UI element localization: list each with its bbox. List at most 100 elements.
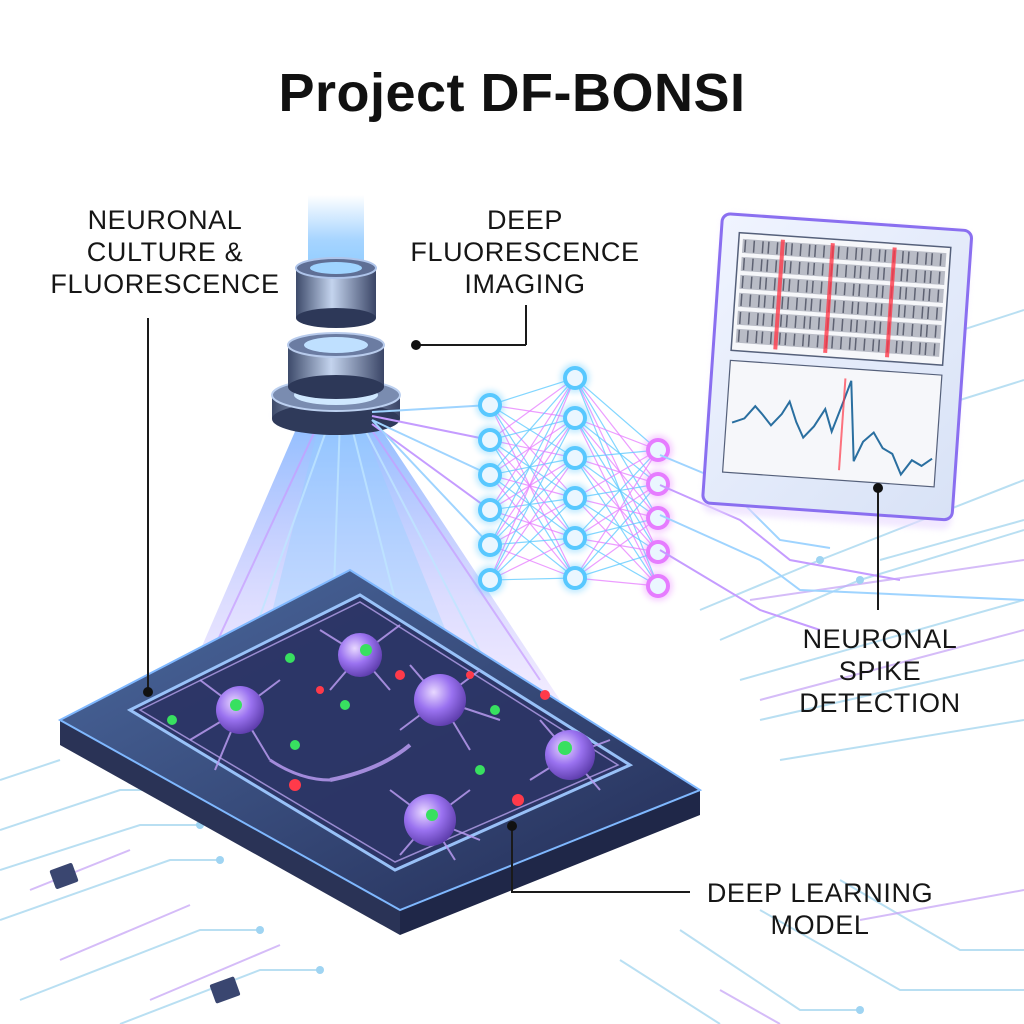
raster-tick xyxy=(755,331,758,344)
network-edge xyxy=(489,457,576,581)
raster-tick xyxy=(814,244,817,258)
raster-tick xyxy=(773,278,776,291)
raster-tick xyxy=(793,333,796,346)
diagram-title: Project DF-BONSI xyxy=(278,63,746,123)
network-edge xyxy=(574,377,659,451)
raster-tick xyxy=(858,284,861,297)
network-node xyxy=(563,366,587,390)
raster-tick xyxy=(874,303,877,316)
network-edge xyxy=(574,417,659,587)
raster-tick xyxy=(759,277,762,290)
network-edge xyxy=(489,404,576,459)
raster-tick xyxy=(924,342,927,355)
raster-spike xyxy=(885,247,897,358)
raster-tick xyxy=(761,331,764,344)
network-edge xyxy=(489,509,576,579)
raster-tick xyxy=(859,266,862,279)
raster-tick xyxy=(821,263,824,276)
raster-tick xyxy=(860,248,864,261)
network-edge xyxy=(489,544,576,579)
raster-tick xyxy=(766,259,769,272)
raster-tick xyxy=(816,335,819,348)
circuit-traces-violet xyxy=(29,559,1024,1024)
network-edge xyxy=(574,457,659,587)
raster-tick xyxy=(929,271,932,284)
raster-tick xyxy=(938,271,941,284)
network-node xyxy=(563,446,587,470)
raster-tick xyxy=(779,314,783,327)
raster-tick xyxy=(895,340,898,353)
network-node xyxy=(646,472,670,496)
network-node xyxy=(478,498,502,522)
network-edge xyxy=(489,439,576,539)
raster-tick xyxy=(740,293,743,306)
raster-tick xyxy=(751,258,754,271)
raster-tick xyxy=(804,298,807,311)
raster-tick xyxy=(877,339,881,352)
network-node xyxy=(646,438,670,462)
raster-tick xyxy=(801,334,805,347)
neuron-icon xyxy=(338,633,382,677)
raster-tick xyxy=(774,260,778,273)
label-neuronal-culture: NEURONAL CULTURE & FLUORESCENCE xyxy=(50,205,280,299)
raster-tick xyxy=(913,287,916,301)
raster-tick xyxy=(849,319,853,332)
raster-tick xyxy=(764,277,768,290)
callout-dots xyxy=(143,340,883,831)
spike-monitor-icon xyxy=(701,212,973,530)
network-edge xyxy=(489,537,576,581)
raster-tick xyxy=(741,275,744,289)
raster-tick xyxy=(798,261,801,274)
raster-tick xyxy=(856,302,860,315)
raster-tick xyxy=(771,314,774,327)
raster-tick xyxy=(799,243,802,256)
raster-tick xyxy=(854,247,858,260)
raster-tick xyxy=(807,334,811,347)
network-node xyxy=(563,486,587,510)
raster-tick xyxy=(897,304,901,318)
raster-tick xyxy=(875,285,879,298)
network-edge xyxy=(574,497,659,587)
raster-tick xyxy=(853,265,857,278)
network-edge xyxy=(489,439,576,579)
network-node xyxy=(563,406,587,430)
raster-tick xyxy=(904,287,908,300)
raster-tick xyxy=(939,253,942,266)
network-edge xyxy=(489,404,576,539)
raster-tick xyxy=(819,299,822,312)
network-edge xyxy=(489,497,576,546)
raster-tick xyxy=(916,252,919,265)
network-edge xyxy=(489,474,576,539)
raster-tick xyxy=(750,276,753,289)
raster-tick xyxy=(749,294,752,307)
raster-tick xyxy=(837,246,840,259)
network-node xyxy=(478,428,502,452)
raster-tick xyxy=(772,296,775,309)
network-edge xyxy=(574,449,659,579)
raster-tick xyxy=(742,258,746,271)
circuit-traces xyxy=(0,309,1024,1024)
network-edge xyxy=(574,377,659,485)
raster-tick xyxy=(852,283,855,296)
raster-tick xyxy=(763,295,766,308)
network-edge xyxy=(489,474,576,579)
raster-tick xyxy=(794,315,797,328)
raster-tick xyxy=(776,242,779,255)
raster-tick xyxy=(822,245,826,258)
raster-tick xyxy=(809,316,812,329)
network-edge xyxy=(489,417,576,476)
raster-tick xyxy=(923,270,927,283)
raster-tick xyxy=(865,302,869,315)
raster-tick xyxy=(784,333,787,346)
raster-tick xyxy=(842,301,845,314)
raster-tick xyxy=(757,295,761,308)
raster-tick xyxy=(746,330,749,343)
network-edge xyxy=(574,377,659,519)
label-deep-imaging: DEEP FLUORESCENCE IMAGING xyxy=(410,205,640,299)
network-edge xyxy=(489,497,576,581)
raster-tick xyxy=(851,301,854,314)
network-edge xyxy=(489,439,576,499)
network-edge xyxy=(489,377,576,476)
raster-tick xyxy=(873,321,876,334)
raster-tick xyxy=(855,320,859,333)
